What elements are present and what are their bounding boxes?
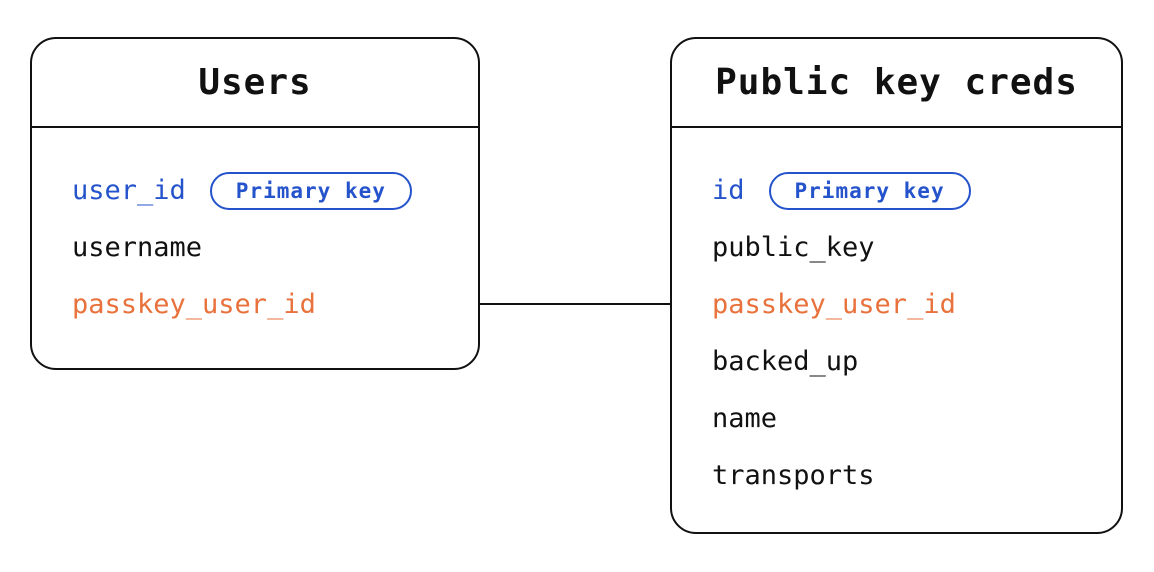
field-name: id: [712, 175, 745, 206]
field-row: user_id Primary key: [72, 162, 468, 219]
field-name: name: [712, 403, 778, 434]
field-name: transports: [712, 460, 875, 491]
table-users-header: Users: [32, 39, 478, 128]
field-row: passkey_user_id: [72, 276, 468, 333]
primary-key-badge: Primary key: [209, 171, 412, 210]
table-title: Users: [198, 62, 312, 103]
table-title: Public key creds: [715, 62, 1078, 103]
field-name: username: [72, 232, 203, 263]
field-row: name: [712, 390, 1111, 447]
field-name: passkey_user_id: [72, 289, 316, 320]
field-name: passkey_user_id: [712, 289, 956, 320]
field-row: public_key: [712, 219, 1111, 276]
field-name: user_id: [72, 175, 186, 206]
field-row: backed_up: [712, 333, 1111, 390]
field-row: passkey_user_id: [712, 276, 1111, 333]
primary-key-badge: Primary key: [768, 171, 971, 210]
field-name: backed_up: [712, 346, 859, 377]
table-public-key-creds: Public key creds id Primary key public_key…: [670, 37, 1123, 534]
field-row: transports: [712, 447, 1111, 504]
table-public-key-creds-header: Public key creds: [672, 39, 1121, 128]
relationship-line: [480, 303, 672, 305]
field-row: username: [72, 219, 468, 276]
field-name: public_key: [712, 232, 875, 263]
field-row: id Primary key: [712, 162, 1111, 219]
